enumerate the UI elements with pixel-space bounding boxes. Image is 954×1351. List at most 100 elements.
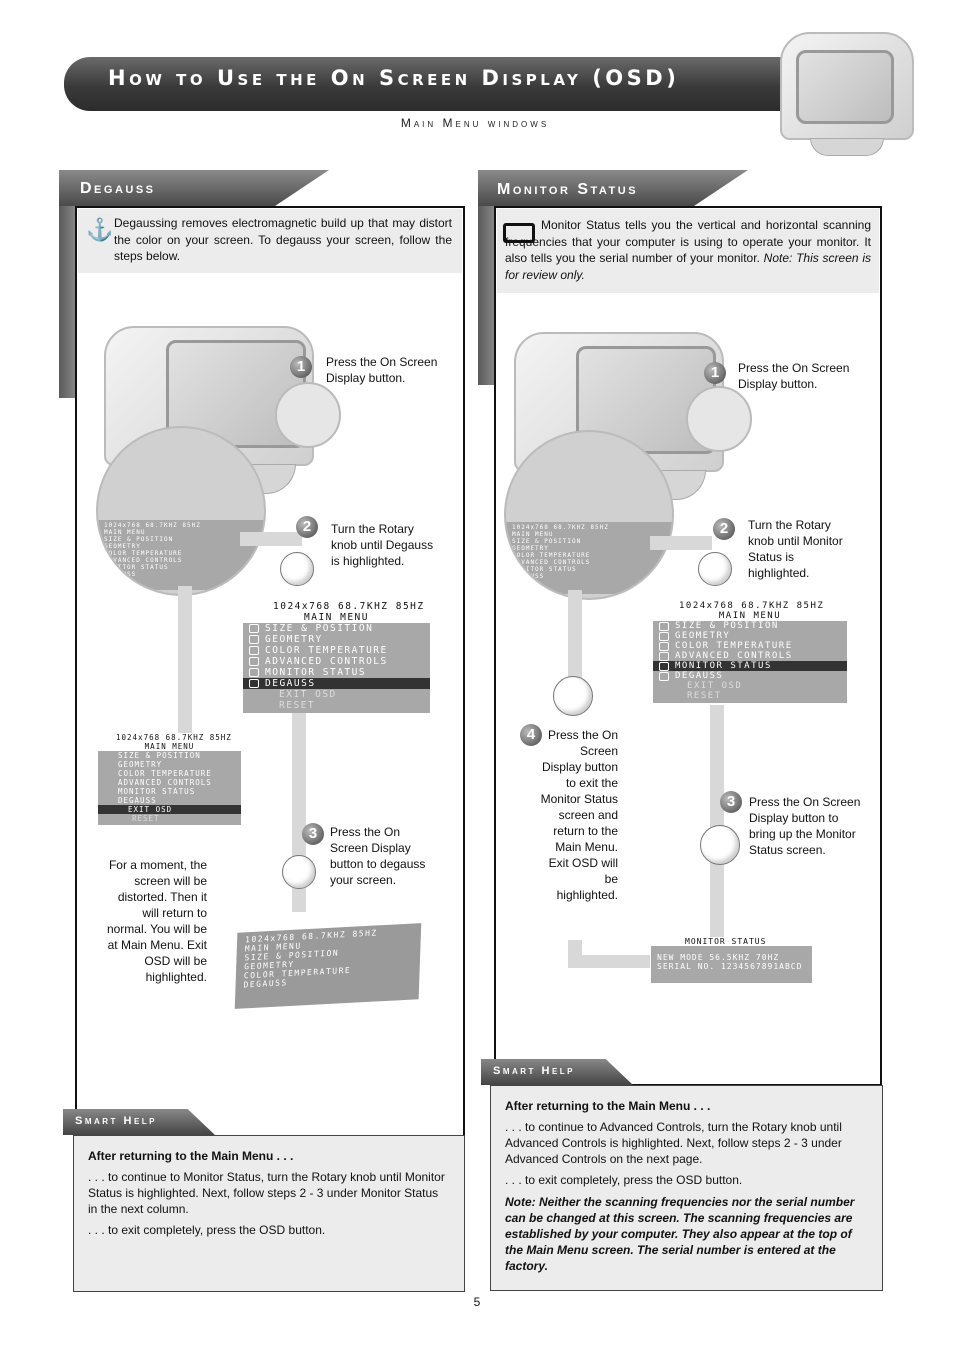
- osd-item: ADVANCED CONTROLS: [265, 656, 388, 667]
- monitor-status-step-4: Press the On Screen Display button to ex…: [540, 728, 618, 902]
- osd-resolution: 1024x768 68.7KHZ 85HZ: [98, 733, 241, 742]
- osd-item-highlighted: MONITOR STATUS: [675, 661, 772, 671]
- degauss-step-3: Press the On Screen Display button to de…: [330, 825, 426, 887]
- button-closeup: [686, 386, 752, 452]
- color-temperature-icon: [659, 641, 669, 651]
- osd-item: RESET: [132, 814, 160, 823]
- help-line: . . . to exit completely, press the OSD …: [505, 1173, 743, 1187]
- flow-line: [650, 536, 712, 550]
- status-mode: NEW MODE 56.5KHZ 70HZ: [657, 953, 780, 962]
- monitor-status-icon: [659, 661, 669, 671]
- step-3-badge: 3: [302, 823, 324, 845]
- osd-item: DEGAUSS: [512, 573, 545, 580]
- osd-item: GEOMETRY: [675, 631, 731, 641]
- osd-item: RESET: [279, 700, 316, 711]
- osd-item: RESET: [687, 691, 722, 701]
- size-position-icon: [659, 621, 669, 631]
- help-line: . . . to continue to Monitor Status, tur…: [88, 1170, 445, 1216]
- side-strip: [478, 170, 496, 385]
- osd-item: ADVANCED CONTROLS: [104, 557, 183, 564]
- color-temperature-icon: [249, 646, 259, 655]
- osd-title: MAIN MENU: [653, 611, 847, 621]
- monitor-status-step-3: Press the On Screen Display button to br…: [749, 795, 861, 857]
- page-title: How to Use the On Screen Display (OSD): [108, 66, 680, 90]
- step-3-badge: 3: [720, 791, 742, 813]
- rotary-knob-icon: [698, 552, 732, 586]
- osd-title: MAIN MENU: [104, 529, 146, 536]
- geometry-icon: [249, 635, 259, 644]
- title-banner: [64, 57, 794, 111]
- osd-item: MONITOR STATUS: [265, 667, 367, 678]
- osd-item: DEGAUSS: [118, 796, 157, 805]
- osd-item: SIZE & POSITION: [265, 623, 374, 634]
- degauss-intro-text: Degaussing removes electromagnetic build…: [114, 216, 452, 263]
- osd-item: DEGAUSS: [675, 671, 724, 681]
- osd-button-icon: [282, 855, 316, 889]
- smart-help-tab: Smart Help: [481, 1059, 633, 1085]
- advanced-controls-icon: [249, 657, 259, 666]
- osd-item: SIZE & POSITION: [675, 621, 779, 631]
- osd-item: GEOMETRY: [118, 760, 163, 769]
- osd-exit-menu: 1024x768 68.7KHZ 85HZ MAIN MENU SIZE & P…: [98, 733, 241, 825]
- step-1-badge: 1: [290, 356, 312, 378]
- degauss-result-text: For a moment, the screen will be distort…: [106, 858, 207, 984]
- section-tab: [478, 170, 748, 206]
- help-note: Note: Neither the scanning frequencies n…: [505, 1195, 855, 1273]
- osd-resolution: 1024x768 68.7KHZ 85HZ: [104, 522, 201, 529]
- step-4-badge: 4: [520, 724, 542, 746]
- status-title: MONITOR STATUS: [651, 937, 812, 946]
- flow-line: [568, 590, 582, 680]
- degauss-icon: ⚓: [86, 217, 114, 242]
- osd-monitor-status: MONITOR STATUS NEW MODE 56.5KHZ 70HZ SER…: [651, 937, 812, 983]
- osd-resolution: 1024x768 68.7KHZ 85HZ: [512, 524, 609, 531]
- flow-line: [178, 586, 192, 736]
- osd-button-icon: [700, 825, 740, 865]
- osd-title: MAIN MENU: [98, 742, 241, 751]
- geometry-icon: [659, 631, 669, 641]
- section-tab: [59, 170, 329, 206]
- osd-title: MAIN MENU: [512, 531, 554, 538]
- smart-help-right: After returning to the Main Menu . . . .…: [490, 1085, 883, 1291]
- size-position-icon: [249, 624, 259, 633]
- flow-line: [710, 705, 724, 937]
- step-2-badge: 2: [713, 518, 735, 540]
- monitor-illustration: [780, 32, 916, 160]
- osd-title: MAIN MENU: [243, 612, 430, 623]
- degauss-heading: Degauss: [80, 180, 156, 197]
- osd-item: COLOR TEMPERATURE: [512, 552, 591, 559]
- osd-item: GEOMETRY: [104, 543, 141, 550]
- smart-help-tab: Smart Help: [63, 1109, 215, 1135]
- osd-item-highlighted: DEGAUSS: [265, 678, 316, 689]
- monitor-status-icon: [503, 223, 535, 243]
- page-subtitle: Main Menu windows: [400, 116, 550, 130]
- osd-item: COLOR TEMPERATURE: [104, 550, 183, 557]
- osd-resolution: 1024x768 68.7KHZ 85HZ: [243, 601, 430, 612]
- help-line: . . . to exit completely, press the OSD …: [88, 1223, 326, 1237]
- help-heading: After returning to the Main Menu . . .: [88, 1149, 294, 1163]
- zoom-circle: 1024x768 68.7KHZ 85HZ MAIN MENU SIZE & P…: [504, 430, 674, 600]
- smart-help-left: After returning to the Main Menu . . . .…: [73, 1135, 465, 1292]
- osd-resolution: 1024x768 68.7KHZ 85HZ: [653, 601, 847, 611]
- osd-item: EXIT OSD: [687, 681, 743, 691]
- osd-item: ADVANCED CONTROLS: [675, 651, 793, 661]
- osd-item: SIZE & POSITION: [118, 751, 201, 760]
- flow-line: [240, 532, 302, 546]
- osd-item: SIZE & POSITION: [104, 536, 174, 543]
- page-number: 5: [473, 1295, 481, 1309]
- osd-item: GEOMETRY: [512, 545, 549, 552]
- monitor-status-intro-text: Monitor Status tells you the vertical an…: [505, 218, 871, 282]
- flow-line: [568, 955, 650, 968]
- side-strip: [59, 170, 77, 398]
- help-heading: After returning to the Main Menu . . .: [505, 1099, 711, 1113]
- advanced-controls-icon: [659, 651, 669, 661]
- degauss-step-1: Press the On Screen Display button.: [326, 355, 438, 385]
- step-1-badge: 1: [704, 362, 726, 384]
- osd-distorted-menu: 1024x768 68.7KHZ 85HZ MAIN MENU SIZE & P…: [234, 923, 422, 1009]
- osd-item-highlighted: EXIT OSD: [98, 805, 241, 814]
- degauss-step-2: Turn the Rotary knob until Degauss is hi…: [331, 522, 434, 568]
- osd-item: SIZE & POSITION: [512, 538, 582, 545]
- osd-main-menu: 1024x768 68.7KHZ 85HZ MAIN MENU SIZE & P…: [653, 601, 847, 703]
- osd-item: MONITOR STATUS: [512, 566, 577, 573]
- osd-item: ADVANCED CONTROLS: [512, 559, 591, 566]
- osd-item: ADVANCED CONTROLS: [118, 778, 212, 787]
